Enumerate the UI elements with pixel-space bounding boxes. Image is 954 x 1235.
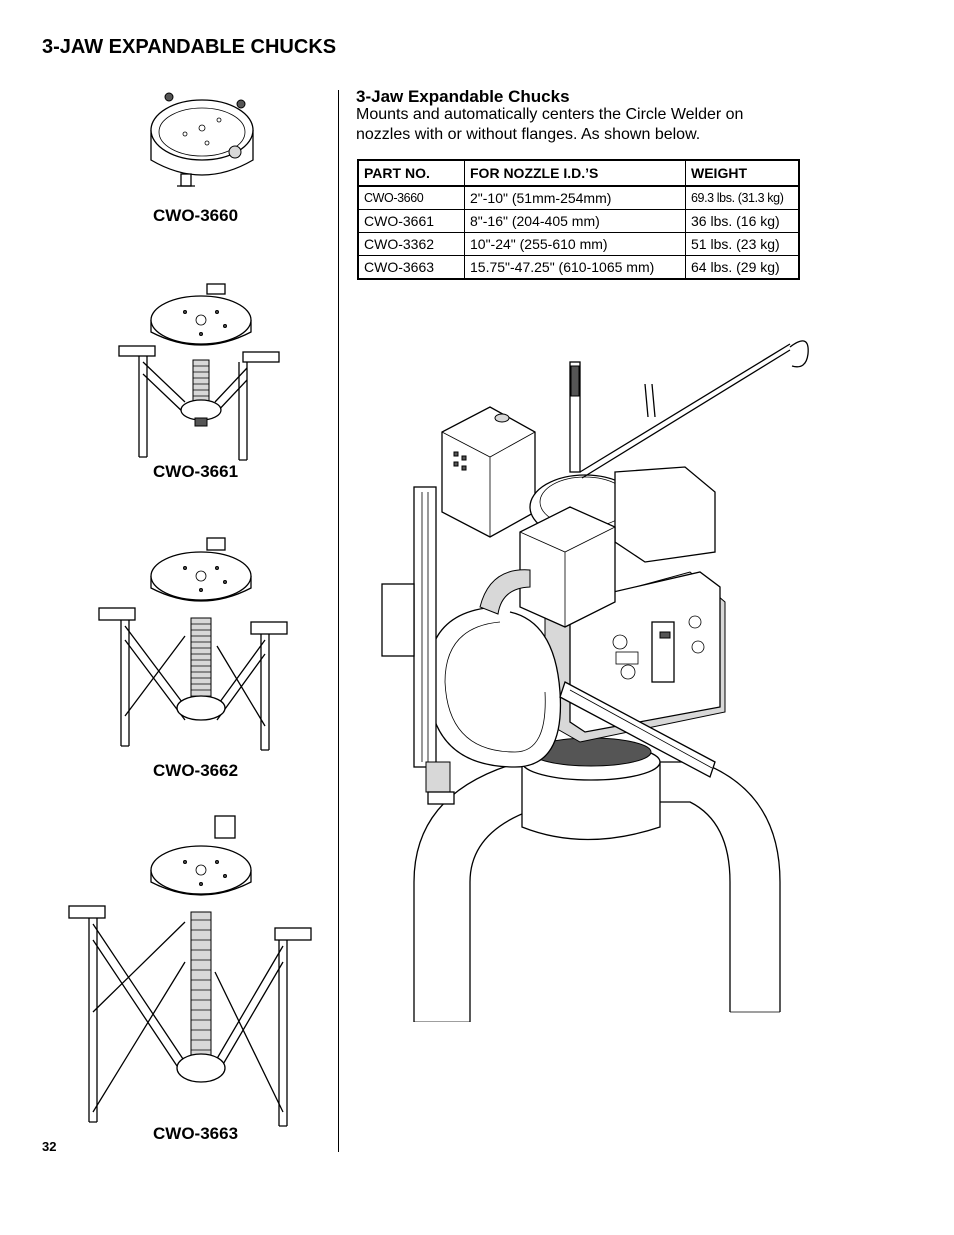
cell-nozzle: 10"-24" (255-610 mm) (464, 232, 686, 256)
spec-table: PART NO. FOR NOZZLE I.D.’S WEIGHT CWO-36… (357, 159, 800, 280)
cell-part: CWO-3661 (357, 209, 465, 233)
circle-welder-on-nozzle-icon (370, 322, 820, 1022)
caption-cwo-3662: CWO-3662 (153, 761, 239, 780)
cell-weight: 36 lbs. (16 kg) (685, 209, 800, 233)
header-part-no: PART NO. (357, 159, 465, 187)
cell-part: CWO-3660 (357, 185, 465, 210)
intro-line-2: nozzles with or without flanges. As show… (356, 126, 701, 143)
cell-nozzle: 2"-10" (51mm-254mm) (464, 185, 686, 210)
table-row: CWO-3362 10"-24" (255-610 mm) 51 lbs. (2… (357, 232, 800, 256)
cell-weight: 51 lbs. (23 kg) (685, 232, 800, 256)
cell-part: CWO-3663 (357, 255, 465, 280)
cell-weight: 64 lbs. (29 kg) (685, 255, 800, 280)
intro-text: Mounts and automatically centers the Cir… (356, 105, 796, 145)
cell-nozzle: 8"-16" (204-405 mm) (464, 209, 686, 233)
chuck-cwo-3662-icon (95, 536, 290, 756)
intro-line-1: Mounts and automatically centers the Cir… (356, 106, 744, 123)
table-header-row: PART NO. FOR NOZZLE I.D.’S WEIGHT (357, 159, 800, 187)
header-nozzle-id: FOR NOZZLE I.D.’S (464, 159, 686, 187)
page-number: 32 (42, 1139, 57, 1154)
cell-weight: 69.3 lbs. (31.3 kg) (685, 185, 800, 210)
chuck-cwo-3661-icon (115, 282, 280, 462)
caption-cwo-3663: CWO-3663 (153, 1124, 239, 1143)
chuck-cwo-3660-icon (145, 88, 260, 193)
column-divider (338, 90, 339, 1152)
cell-nozzle: 15.75"-47.25" (610-1065 mm) (464, 255, 686, 280)
section-heading: 3-Jaw Expandable Chucks (356, 87, 570, 106)
table-row: CWO-3661 8"-16" (204-405 mm) 36 lbs. (16… (357, 209, 800, 233)
caption-cwo-3661: CWO-3661 (153, 462, 239, 481)
chuck-cwo-3663-icon (65, 812, 315, 1132)
cell-part: CWO-3362 (357, 232, 465, 256)
page-title: 3-JAW EXPANDABLE CHUCKS (42, 36, 337, 58)
header-weight: WEIGHT (685, 159, 800, 187)
caption-cwo-3660: CWO-3660 (153, 206, 239, 225)
table-row: CWO-3663 15.75"-47.25" (610-1065 mm) 64 … (357, 255, 800, 280)
table-row: CWO-3660 2"-10" (51mm-254mm) 69.3 lbs. (… (357, 185, 800, 210)
